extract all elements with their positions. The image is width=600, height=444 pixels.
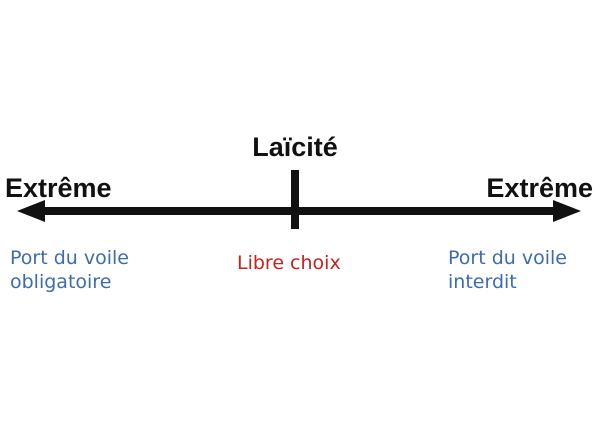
axis-line xyxy=(38,207,560,215)
zone-label-center: Libre choix xyxy=(237,252,341,274)
right-arrowhead-icon xyxy=(553,200,581,222)
zone-label-left-line1: Port du voile xyxy=(10,247,129,269)
axis-end-label-left: Extrême xyxy=(5,173,112,203)
axis-end-label-right: Extrême xyxy=(486,173,593,203)
zone-label-left-line2: obligatoire xyxy=(10,271,112,293)
left-arrowhead-icon xyxy=(17,200,45,222)
zone-label-right-line1: Port du voile xyxy=(448,247,567,269)
center-tick-mark xyxy=(291,170,299,229)
zone-label-left: Port du voile obligatoire xyxy=(10,246,129,294)
zone-label-right: Port du voile interdit xyxy=(448,246,567,294)
diagram-title: Laïcité xyxy=(252,132,338,162)
zone-label-right-line2: interdit xyxy=(448,271,517,293)
